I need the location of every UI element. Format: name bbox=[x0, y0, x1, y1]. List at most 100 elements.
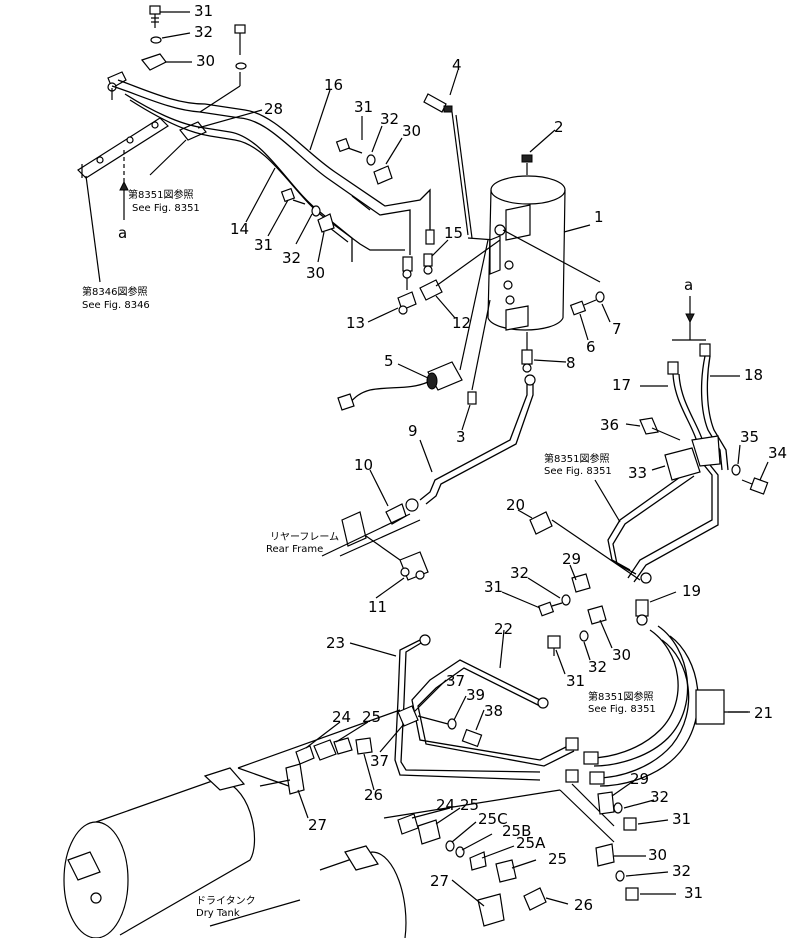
dry-tank-jp: ドライタンク bbox=[196, 895, 256, 907]
callout-24-a: 24 bbox=[332, 708, 351, 726]
ref-8351-low-jp: 第8351図参照 bbox=[588, 690, 653, 703]
callout-32-c: 32 bbox=[650, 788, 669, 806]
rear-frame-bracket bbox=[321, 511, 421, 561]
callout-25A: 25A bbox=[516, 834, 546, 852]
callout-7: 7 bbox=[612, 320, 622, 338]
callout-22: 22 bbox=[494, 620, 513, 638]
callout-14: 14 bbox=[230, 220, 249, 238]
callout-29-b: 29 bbox=[630, 770, 649, 788]
hoses-17-18 bbox=[607, 318, 729, 583]
callout-21: 21 bbox=[754, 704, 773, 722]
callout-18: 18 bbox=[744, 366, 763, 384]
elbow-fitting-13 bbox=[397, 278, 417, 315]
callout-16: 16 bbox=[324, 76, 343, 94]
callout-a-left: a bbox=[118, 224, 127, 242]
callout-3: 3 bbox=[456, 428, 466, 446]
pressure-switch-5 bbox=[337, 239, 489, 411]
nut-36 bbox=[639, 417, 681, 441]
callout-2: 2 bbox=[554, 118, 564, 136]
callout-31-c: 31 bbox=[672, 810, 691, 828]
fittings-24-26-upper bbox=[237, 709, 401, 791]
ref-8346-jp: 第8346図参照 bbox=[82, 285, 147, 298]
callout-33: 33 bbox=[628, 464, 647, 482]
component-labels: リヤーフレーム Rear Frame ドライタンク Dry Tank bbox=[196, 531, 339, 919]
callout-27-b: 27 bbox=[430, 872, 449, 890]
reference-a-arrows bbox=[119, 180, 695, 324]
ref-8351-mid-en: See Fig. 8351 bbox=[544, 466, 612, 477]
elbow-20 bbox=[529, 511, 641, 581]
dry-tank-en: Dry Tank bbox=[196, 908, 240, 919]
callout-32-mid: 32 bbox=[380, 110, 399, 128]
callout-a-right: a bbox=[684, 276, 693, 294]
callout-23: 23 bbox=[326, 634, 345, 652]
dry-tank-upper bbox=[63, 763, 305, 938]
callout-26-a: 26 bbox=[364, 786, 383, 804]
callout-32-left: 32 bbox=[282, 249, 301, 267]
callout-31-a: 31 bbox=[484, 578, 503, 596]
callout-29-a: 29 bbox=[562, 550, 581, 568]
callout-25B: 25B bbox=[502, 822, 531, 840]
callout-11: 11 bbox=[368, 598, 387, 616]
callout-25-b: 25 bbox=[460, 796, 479, 814]
callout-27-a: 27 bbox=[308, 816, 327, 834]
callout-numbers: 31 32 30 28 16 4 2 31 32 30 14 31 32 30 … bbox=[118, 2, 787, 914]
bolt-6-washer-7 bbox=[569, 291, 605, 316]
callout-37-a: 37 bbox=[446, 672, 465, 690]
callout-32-a: 32 bbox=[510, 564, 529, 582]
bolt-31-washer-32 bbox=[547, 630, 589, 656]
callout-36: 36 bbox=[600, 416, 619, 434]
fittings-lower-cluster bbox=[383, 789, 615, 883]
sensor-4 bbox=[423, 93, 496, 241]
ref-8346-en: See Fig. 8346 bbox=[82, 300, 150, 311]
fitting-3 bbox=[467, 299, 491, 405]
callout-13: 13 bbox=[346, 314, 365, 332]
callout-39: 39 bbox=[466, 686, 485, 704]
callout-17: 17 bbox=[612, 376, 631, 394]
callout-8: 8 bbox=[566, 354, 576, 372]
callout-15: 15 bbox=[444, 224, 463, 242]
callout-10: 10 bbox=[354, 456, 373, 474]
bolt-cluster-29-31 bbox=[537, 573, 591, 617]
callout-34: 34 bbox=[768, 444, 787, 462]
callout-5: 5 bbox=[384, 352, 394, 370]
callout-32-top: 32 bbox=[194, 23, 213, 41]
callout-25-a: 25 bbox=[362, 708, 381, 726]
callout-37-b: 37 bbox=[370, 752, 389, 770]
callout-38: 38 bbox=[484, 702, 503, 720]
bolt-cluster-lower bbox=[597, 791, 637, 831]
callout-31-mid: 31 bbox=[354, 98, 373, 116]
pipe-9 bbox=[419, 374, 536, 505]
rear-frame-en: Rear Frame bbox=[266, 544, 323, 555]
callout-12: 12 bbox=[452, 314, 471, 332]
callout-35: 35 bbox=[740, 428, 759, 446]
callout-31-left: 31 bbox=[254, 236, 273, 254]
bolt-cluster-bottom bbox=[595, 843, 639, 901]
callout-26-b: 26 bbox=[574, 896, 593, 914]
callout-32-d: 32 bbox=[672, 862, 691, 880]
callout-24-b: 24 bbox=[436, 796, 455, 814]
callout-1: 1 bbox=[594, 208, 604, 226]
figure-references: 第8351図参照 See Fig. 8351 第8346図参照 See Fig.… bbox=[82, 188, 656, 715]
callout-31-top: 31 bbox=[194, 2, 213, 20]
top-left-bracket-assembly bbox=[77, 5, 247, 283]
washer-35-bolt-34 bbox=[731, 464, 769, 495]
callout-32-b: 32 bbox=[588, 658, 607, 676]
ref-8351-top-en: See Fig. 8351 bbox=[132, 203, 200, 214]
callout-28: 28 bbox=[264, 100, 283, 118]
ref-8351-mid-jp: 第8351図参照 bbox=[544, 452, 609, 465]
callout-31-d: 31 bbox=[684, 884, 703, 902]
callout-4: 4 bbox=[452, 56, 462, 74]
clamp-33 bbox=[664, 435, 721, 481]
callout-6: 6 bbox=[586, 338, 596, 356]
callout-31-b: 31 bbox=[566, 672, 585, 690]
fittings-15-12 bbox=[419, 239, 501, 301]
dry-tank-lower bbox=[209, 845, 547, 938]
bolt-cluster-left bbox=[280, 187, 335, 233]
callout-30-left: 30 bbox=[306, 264, 325, 282]
callout-30-top: 30 bbox=[196, 52, 215, 70]
callout-20: 20 bbox=[506, 496, 525, 514]
leader-lines bbox=[160, 11, 769, 907]
fittings-37-38-39 bbox=[397, 705, 483, 748]
ref-8351-low-en: See Fig. 8351 bbox=[588, 704, 656, 715]
callout-30-mid: 30 bbox=[402, 122, 421, 140]
